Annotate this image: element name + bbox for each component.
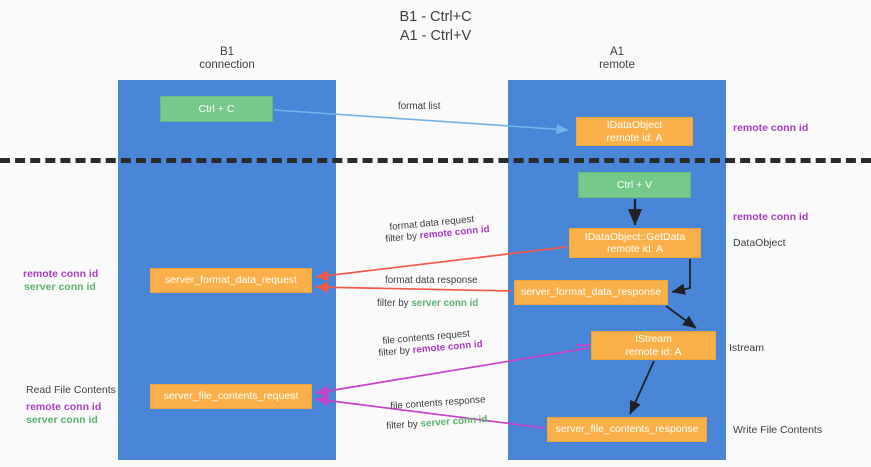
node-getdata-line2: remote id: A bbox=[606, 243, 664, 255]
edge-file-contents-response bbox=[315, 395, 546, 429]
left-label-server-conn-id-1: server conn id bbox=[24, 281, 96, 293]
title-line-1: B1 - Ctrl+C bbox=[399, 9, 472, 25]
node-server-format-data-response[interactable]: server_format_data_response bbox=[514, 280, 668, 305]
lane-a1-name: A1 bbox=[609, 46, 625, 58]
lane-header-b1: B1 connection bbox=[118, 46, 336, 72]
lane-header-a1: A1 remote bbox=[508, 46, 726, 72]
filter-by-text-4: filter by bbox=[386, 418, 421, 432]
edge-istream-to-fileresp bbox=[629, 360, 655, 415]
node-idataobject[interactable]: IDataObject remote id: A bbox=[576, 117, 693, 146]
left-label-remote-conn-id-1: remote conn id bbox=[23, 268, 99, 280]
node-fmtresp-label: server_format_data_response bbox=[520, 286, 662, 299]
node-idataobject-line2: remote id: A bbox=[606, 131, 663, 144]
node-getdata-line1: IDataObject::GetData bbox=[584, 230, 686, 243]
node-server-format-data-request[interactable]: server_format_data_request bbox=[150, 268, 312, 293]
edge-file-contents-request bbox=[315, 347, 590, 397]
edge-format-list bbox=[273, 109, 569, 135]
right-label-remote-conn-id-2: remote conn id bbox=[733, 211, 809, 223]
node-filereq-label: server_file_contents_request bbox=[163, 390, 299, 403]
node-istream[interactable]: IStream remote id: A bbox=[591, 331, 716, 360]
filter-by-text-3: filter by bbox=[378, 345, 414, 359]
lane-a1-subtitle: remote bbox=[599, 59, 635, 71]
page-title: B1 - Ctrl+C A1 - Ctrl+V bbox=[0, 8, 871, 46]
node-fileresp-label: server_file_contents_response bbox=[555, 423, 699, 436]
title-line-2: A1 - Ctrl+V bbox=[399, 28, 472, 44]
node-istream-line2: remote id: A bbox=[625, 345, 682, 358]
edge-format-data-request bbox=[315, 246, 567, 281]
filter-by-text-1: filter by bbox=[385, 230, 421, 245]
node-ctrl-c-line1: Ctrl + C bbox=[198, 102, 235, 115]
right-label-remote-conn-id-1: remote conn id bbox=[733, 122, 809, 134]
left-label-remote-conn-id-2: remote conn id bbox=[26, 401, 102, 413]
right-label-dataobject: DataObject bbox=[733, 237, 786, 249]
node-ctrl-c[interactable]: Ctrl + C bbox=[160, 96, 273, 122]
left-label-read-file-contents: Read File Contents bbox=[26, 384, 116, 396]
lane-b1-name: B1 bbox=[219, 46, 235, 58]
node-istream-line1: IStream bbox=[635, 333, 672, 345]
lane-b1-subtitle: connection bbox=[199, 59, 255, 71]
edge-format-data-response bbox=[315, 281, 513, 293]
node-ctrl-v-line1: Ctrl + V bbox=[616, 178, 653, 191]
right-label-istream: Istream bbox=[729, 342, 765, 354]
edge-fmtresp-to-istream bbox=[665, 305, 697, 329]
filter-by-server-value-1: server conn id bbox=[411, 298, 479, 309]
node-server-file-contents-response[interactable]: server_file_contents_response bbox=[547, 417, 707, 442]
edge-label-filter-by-server-1: filter by server conn id bbox=[377, 298, 478, 311]
node-fmtreq-label: server_format_data_request bbox=[165, 274, 297, 287]
node-idataobject-getdata[interactable]: IDataObject::GetData remote id: A bbox=[569, 228, 701, 258]
phase-divider bbox=[0, 158, 871, 163]
node-server-file-contents-request[interactable]: server_file_contents_request bbox=[150, 384, 312, 409]
node-idataobject-line1: IDataObject bbox=[606, 119, 663, 131]
right-label-write-file-contents: Write File Contents bbox=[733, 424, 823, 436]
node-ctrl-v[interactable]: Ctrl + V bbox=[578, 172, 691, 198]
edge-label-format-list: format list bbox=[398, 101, 441, 112]
edge-getdata-to-fmtresp bbox=[671, 259, 691, 295]
left-label-server-conn-id-2: server conn id bbox=[26, 414, 98, 426]
edge-label-format-data-response: format data response bbox=[385, 275, 478, 286]
filter-by-text-2: filter by bbox=[377, 298, 412, 309]
